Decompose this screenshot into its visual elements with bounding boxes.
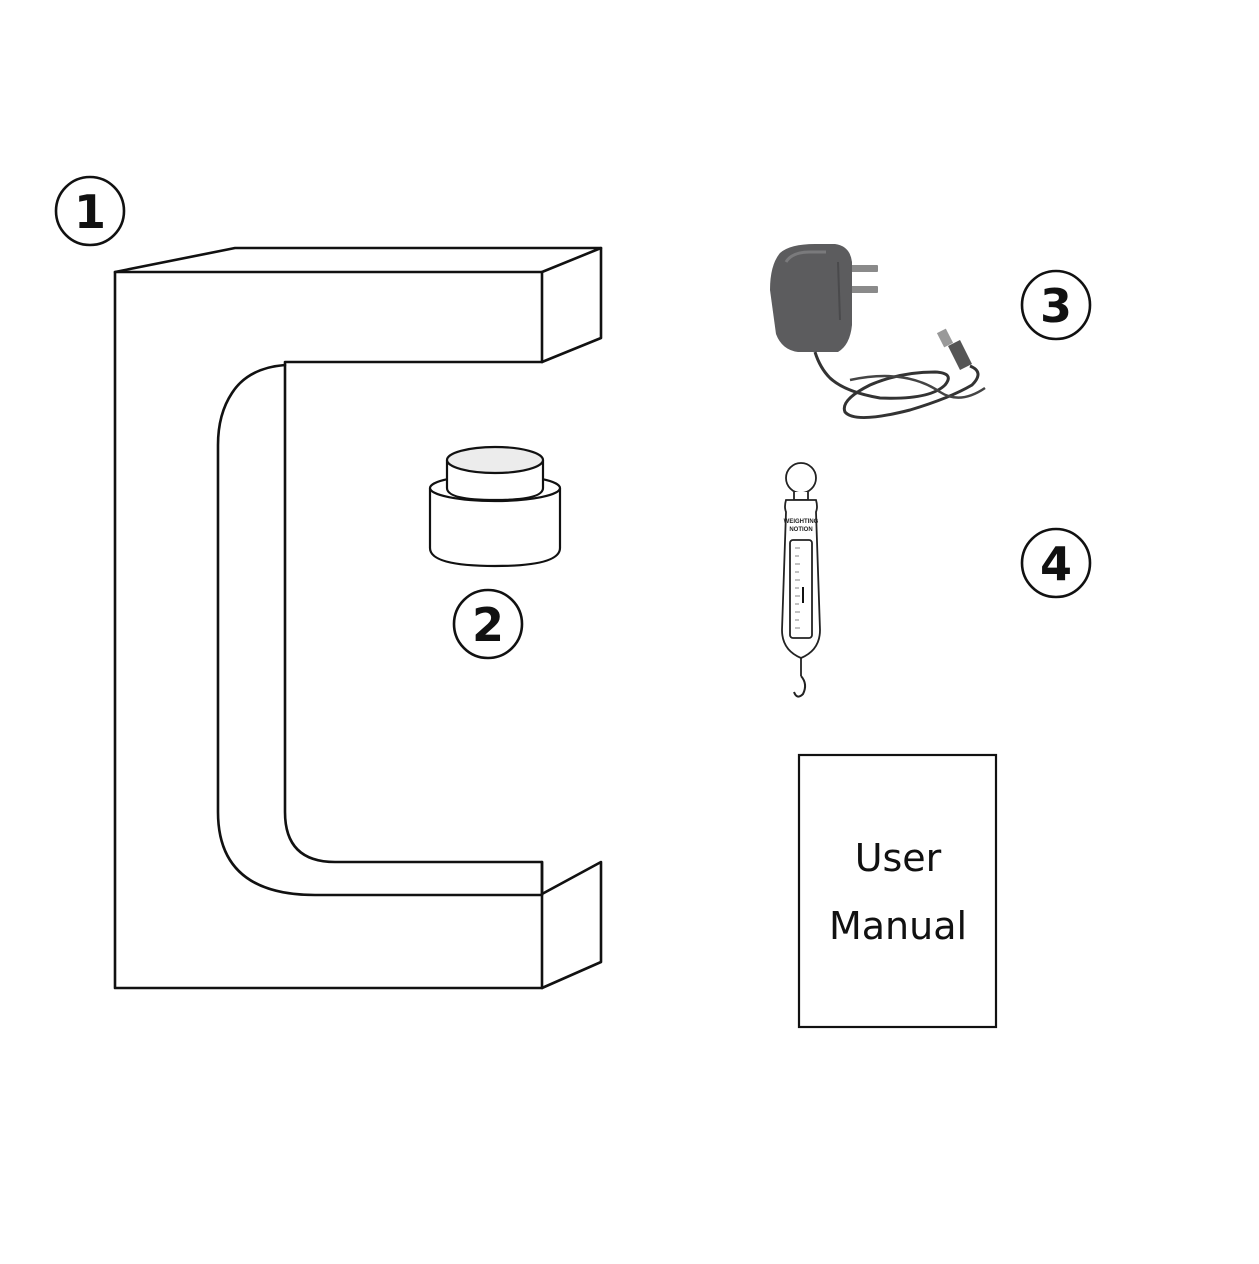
user-manual-icon: User Manual bbox=[797, 753, 998, 1029]
manual-title-line2: Manual bbox=[829, 904, 967, 948]
svg-text:4: 4 bbox=[1040, 537, 1072, 591]
svg-text:3: 3 bbox=[1040, 279, 1072, 333]
svg-text:2: 2 bbox=[472, 598, 504, 652]
label-2: 2 bbox=[452, 588, 524, 660]
svg-text:NOTION: NOTION bbox=[789, 527, 812, 533]
svg-text:WEIGHTING: WEIGHTING bbox=[784, 519, 819, 525]
label-3: 3 bbox=[1020, 269, 1092, 341]
power-adapter-icon bbox=[770, 244, 986, 420]
label-4: 4 bbox=[1020, 527, 1092, 599]
puck-icon bbox=[428, 445, 562, 568]
label-1: 1 bbox=[54, 175, 126, 247]
spring-scale-icon: WEIGHTING NOTION bbox=[781, 462, 821, 698]
c-frame-icon bbox=[113, 246, 603, 990]
manual-title-line1: User bbox=[855, 836, 942, 880]
svg-text:1: 1 bbox=[74, 185, 106, 239]
